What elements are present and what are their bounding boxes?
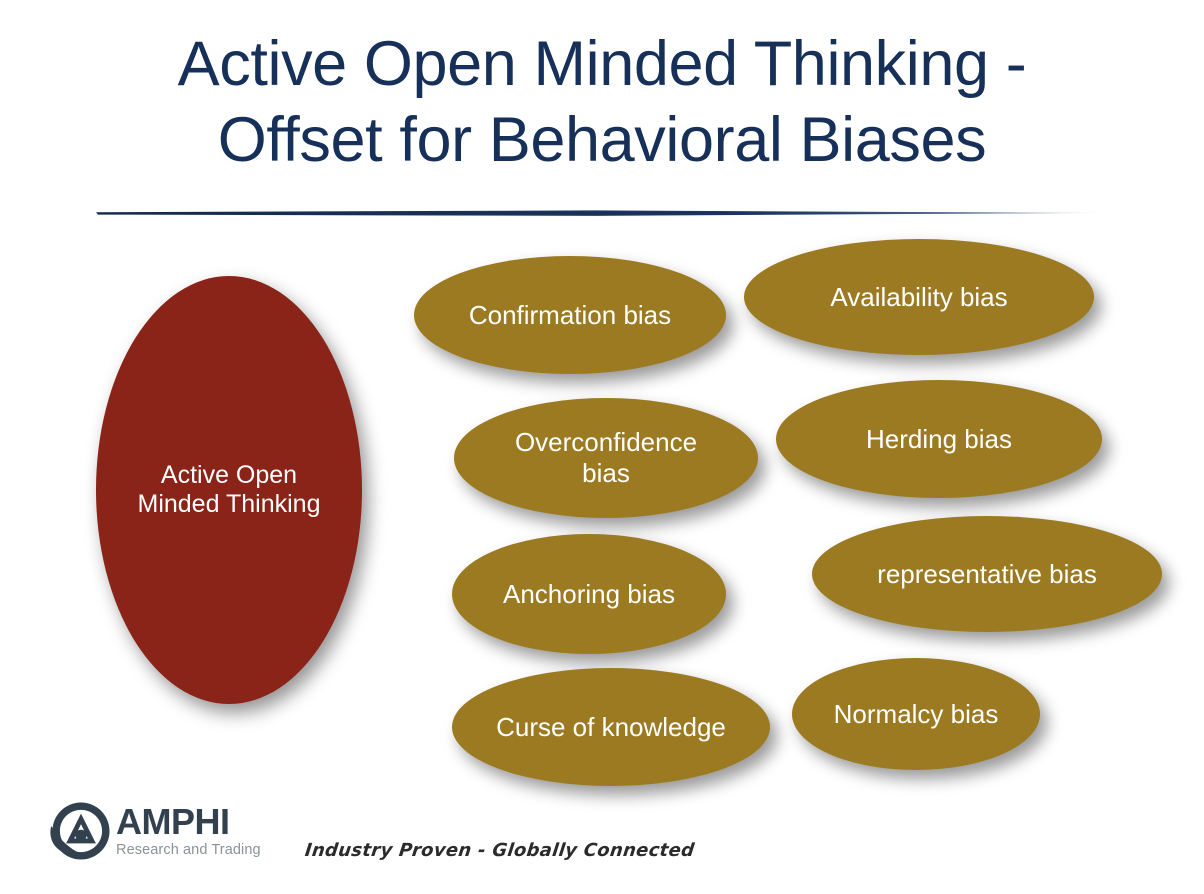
bias-ellipse[interactable]: Confirmation bias	[414, 256, 726, 374]
bias-ellipse-label: Availability bias	[830, 281, 1008, 312]
footer-tagline: Industry Proven - Globally Connected	[303, 840, 696, 861]
bias-ellipse[interactable]: Anchoring bias	[452, 534, 726, 654]
core-concept-ellipse[interactable]: Active Open Minded Thinking	[96, 276, 362, 704]
title-divider	[96, 204, 1108, 222]
logo-wordmark: AMPHI Research and Trading	[116, 804, 261, 858]
logo-name: AMPHI	[116, 801, 230, 843]
page-title: Active Open Minded Thinking - Offset for…	[177, 29, 1027, 175]
bias-ellipse-label: Herding bias	[866, 423, 1012, 454]
amphi-mark-icon	[50, 802, 110, 860]
logo-subtitle: Research and Trading	[116, 842, 261, 859]
bias-ellipse-label: Curse of knowledge	[496, 711, 726, 742]
bias-ellipse-label: Confirmation bias	[468, 299, 672, 330]
bias-ellipse[interactable]: Curse of knowledge	[452, 668, 770, 786]
bias-ellipse-label: Anchoring bias	[503, 578, 675, 609]
amphi-logo: AMPHI Research and Trading	[50, 796, 282, 866]
bias-ellipse[interactable]: Availability bias	[744, 239, 1094, 355]
bias-ellipse[interactable]: representative bias	[812, 516, 1162, 632]
bias-ellipse-label: representative bias	[877, 558, 1097, 589]
bias-ellipse-label: Overconfidence bias	[514, 427, 698, 488]
bias-ellipse[interactable]: Overconfidence bias	[454, 398, 758, 518]
core-concept-label: Active Open Minded Thinking	[137, 460, 321, 519]
bias-ellipse[interactable]: Normalcy bias	[792, 658, 1040, 770]
bias-ellipse[interactable]: Herding bias	[776, 380, 1102, 498]
divider-shape	[96, 210, 1108, 216]
bias-ellipse-label: Normalcy bias	[833, 698, 999, 729]
